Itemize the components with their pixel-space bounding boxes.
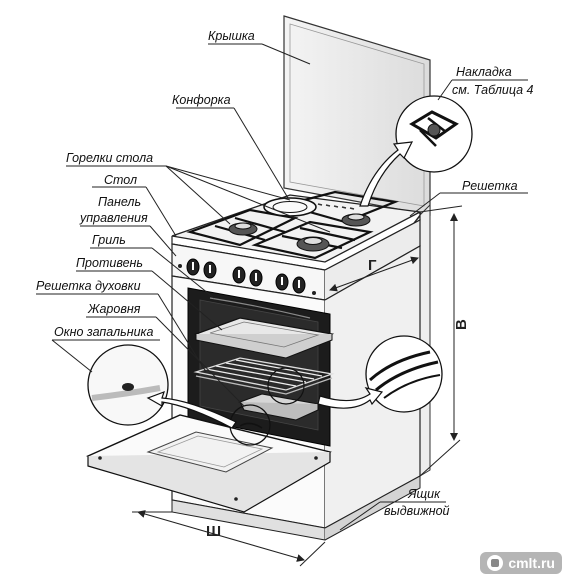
burners <box>228 197 371 252</box>
label-oven-rack: Решетка духовки <box>36 279 141 293</box>
oven-door <box>85 414 332 513</box>
baking-tray <box>193 317 335 359</box>
dimension-width: Ш <box>206 523 221 540</box>
callout-overlay <box>395 95 473 173</box>
label-burner: Конфорка <box>172 93 231 107</box>
label-grill: Гриль <box>92 233 126 247</box>
label-panel-line1: Панель <box>98 195 141 209</box>
callout-arrows <box>146 141 414 429</box>
oven-rack <box>193 357 335 395</box>
label-overlay-title: Накладка <box>456 65 512 79</box>
label-table-burners: Горелки стола <box>66 151 153 165</box>
label-overlay-ref: см. Таблица 4 <box>452 83 534 97</box>
label-table: Стол <box>104 173 137 187</box>
label-lid: Крышка <box>208 29 255 43</box>
callout-grate <box>365 335 443 413</box>
dimension-height: В <box>453 319 470 330</box>
rear-vent <box>317 203 355 210</box>
roasting-pan <box>238 393 320 421</box>
callout-ignition <box>87 344 169 426</box>
label-panel-line2: управления <box>79 211 148 225</box>
labels: Крышка Конфорка Накладка см. Таблица 4 Г… <box>36 29 534 540</box>
watermark-text: cmlt.ru <box>508 555 555 571</box>
dimension-depth: Г <box>368 257 377 274</box>
label-grate: Решетка <box>462 179 518 193</box>
label-drawer-line2: выдвижной <box>384 504 450 518</box>
watermark[interactable]: cmlt.ru <box>480 552 562 574</box>
label-drawer-line1: Ящик <box>407 487 441 501</box>
label-ignition-window: Окно запальника <box>54 325 153 339</box>
bubble-icon <box>487 555 504 571</box>
leader-lines <box>36 43 528 531</box>
label-roasting-pan: Жаровня <box>87 302 141 316</box>
stove-body <box>85 15 431 541</box>
dimension-lines <box>132 205 463 567</box>
label-baking-tray: Противень <box>76 256 143 270</box>
